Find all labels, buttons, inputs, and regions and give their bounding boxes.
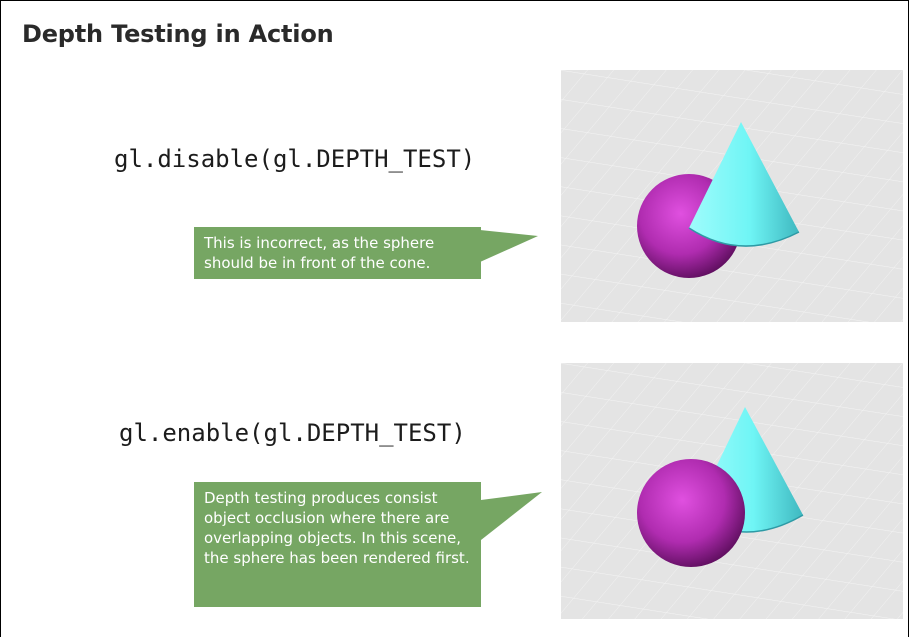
top-callout-text: This is incorrect, as the sphere should … (204, 234, 435, 272)
sphere (637, 459, 745, 567)
code-enable-depth-test: gl.enable(gl.DEPTH_TEST) (119, 419, 466, 447)
cone (689, 122, 799, 247)
slide-title: Depth Testing in Action (22, 20, 334, 48)
bottom-callout-text: Depth testing produces consist object oc… (204, 489, 470, 567)
cone-base-edge (688, 227, 800, 247)
code-disable-depth-test: gl.disable(gl.DEPTH_TEST) (114, 145, 476, 173)
bottom-callout: Depth testing produces consist object oc… (194, 482, 481, 607)
bottom-callout-pointer (481, 492, 542, 540)
top-callout-pointer (480, 230, 538, 262)
top-callout: This is incorrect, as the sphere should … (194, 227, 481, 279)
scene-depth-test-enabled (561, 363, 903, 619)
scene-depth-test-disabled (561, 70, 903, 322)
